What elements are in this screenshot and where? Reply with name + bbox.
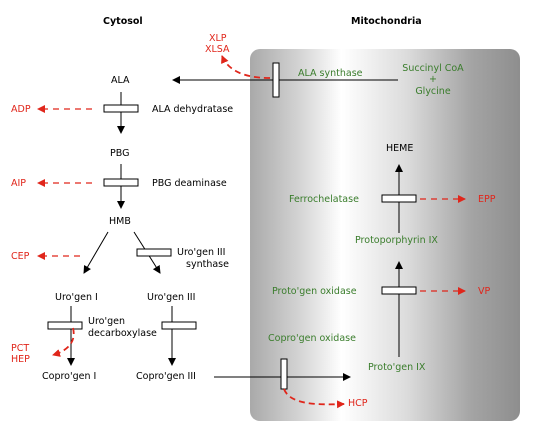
- disorder-aip: AIP: [11, 178, 27, 189]
- intermediate-hmb: HMB: [109, 216, 131, 227]
- disorder-pct: PCT: [11, 343, 30, 354]
- intermediate-urogen-1: Uro'gen I: [55, 292, 98, 303]
- enzyme-ala-dehydratase: ALA dehydratase: [152, 104, 234, 115]
- enzyme-pbg-deaminase: PBG deaminase: [152, 178, 227, 189]
- intermediate-coprogen-3: Copro'gen III: [136, 371, 196, 382]
- disorder-adp: ADP: [11, 104, 31, 115]
- block-ala-dehydratase: [103, 104, 139, 113]
- arrow-hmb-to-urogen1: [83, 231, 109, 274]
- enzyme-urogen-decarboxylase-line2: decarboxylase: [88, 328, 157, 339]
- block-coprogen-oxidase: [280, 358, 288, 390]
- disorder-cep: CEP: [11, 251, 30, 262]
- enzyme-protogen-oxidase: Proto'gen oxidase: [272, 286, 357, 297]
- mitochondria-header: Mitochondria: [351, 16, 422, 27]
- disorder-hcp: HCP: [348, 398, 368, 409]
- mitochondria-compartment: [250, 49, 520, 421]
- intermediate-protoporphyrin-9: Protoporphyrin IX: [355, 235, 438, 246]
- disorder-epp: EPP: [478, 194, 496, 205]
- block-urogen-decarboxylase-1: [47, 321, 83, 330]
- enzyme-coprogen-oxidase: Copro'gen oxidase: [268, 333, 356, 344]
- disorder-hep: HEP: [11, 354, 30, 365]
- intermediate-heme: HEME: [386, 143, 414, 154]
- arrow-pct-hep: [52, 327, 75, 357]
- enzyme-urogen3-synthase-line2: synthase: [186, 259, 229, 270]
- enzyme-urogen-decarboxylase-line1: Uro'gen: [88, 316, 125, 327]
- intermediate-coprogen-1: Copro'gen I: [42, 371, 97, 382]
- intermediate-protogen-9: Proto'gen IX: [368, 362, 426, 373]
- arrow-hcp: [283, 388, 345, 409]
- succinyl-coa-label: Succinyl CoA: [402, 63, 464, 74]
- disorder-xlsa: XLSA: [205, 44, 230, 55]
- block-urogen3-synthase: [136, 248, 172, 257]
- arrow-xlp-xlsa: [221, 55, 271, 79]
- enzyme-ala-synthase: ALA synthase: [298, 68, 363, 79]
- block-ferrochelatase: [381, 194, 417, 203]
- disorder-xlp: XLP: [209, 33, 227, 44]
- intermediate-ala: ALA: [111, 75, 130, 86]
- glycine-label: Glycine: [415, 86, 451, 97]
- block-pbg-deaminase: [103, 178, 139, 187]
- block-protogen-oxidase: [381, 286, 417, 295]
- cytosol-header: Cytosol: [103, 16, 143, 27]
- enzyme-ferrochelatase: Ferrochelatase: [289, 194, 359, 205]
- disorder-vp: VP: [478, 286, 491, 297]
- block-urogen-decarboxylase-3: [161, 321, 197, 330]
- intermediate-urogen-3: Uro'gen III: [147, 292, 196, 303]
- intermediate-pbg: PBG: [110, 148, 130, 159]
- block-ala-synthase: [272, 62, 280, 98]
- enzyme-urogen3-synthase-line1: Uro'gen III: [177, 247, 226, 258]
- plus-sign: +: [429, 74, 437, 85]
